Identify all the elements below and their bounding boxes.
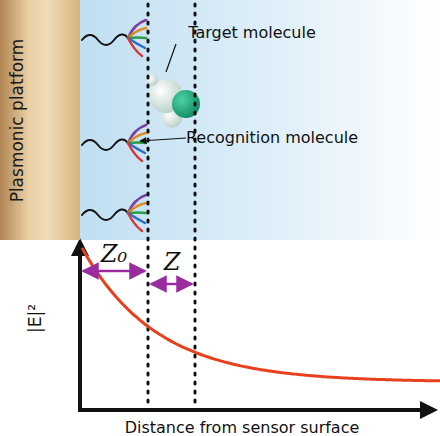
distance-symbol: Z [164, 250, 181, 274]
distance-arrow [151, 283, 192, 286]
callout-label: Recognition molecule [186, 130, 358, 146]
recognition-molecule [82, 20, 146, 231]
leader-line [140, 138, 186, 141]
callout-label: Target molecule [188, 25, 315, 41]
target-molecule [146, 74, 200, 128]
platform-label: Plasmonic platform [10, 38, 27, 202]
field-decay-curve [82, 248, 440, 381]
leader-line [166, 44, 176, 72]
dotted-boundary [148, 4, 195, 405]
distance-symbol: Z₀ [101, 242, 127, 266]
distance-arrow [83, 270, 145, 273]
axis-label: Distance from sensor surface [125, 420, 360, 436]
platform-band: Plasmonic platform [0, 0, 80, 240]
medium-region [80, 0, 440, 240]
axis-label: |E|² [27, 303, 44, 332]
axes [71, 238, 438, 419]
